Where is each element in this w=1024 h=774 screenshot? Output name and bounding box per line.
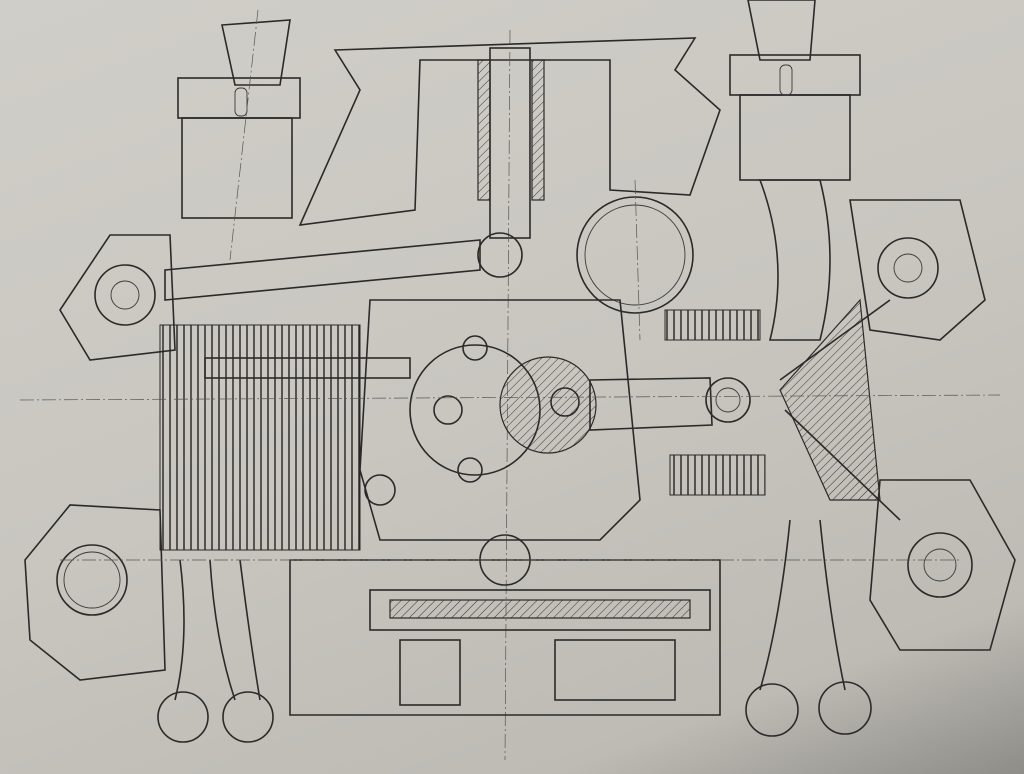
crankcase [359, 299, 641, 541]
lower-housing [289, 534, 721, 716]
upper-rod [164, 196, 694, 314]
exhaust-pipes [157, 519, 872, 743]
left-cylinder-head [24, 234, 176, 681]
right-intake [729, 0, 861, 341]
left-cylinder-fins [159, 324, 361, 551]
center-lines [19, 179, 1001, 561]
fan-housing [298, 29, 721, 761]
right-cylinder-head [779, 199, 1016, 651]
left-intake [177, 9, 301, 261]
left-piston-rod [204, 357, 411, 379]
connecting-rod [589, 309, 766, 496]
